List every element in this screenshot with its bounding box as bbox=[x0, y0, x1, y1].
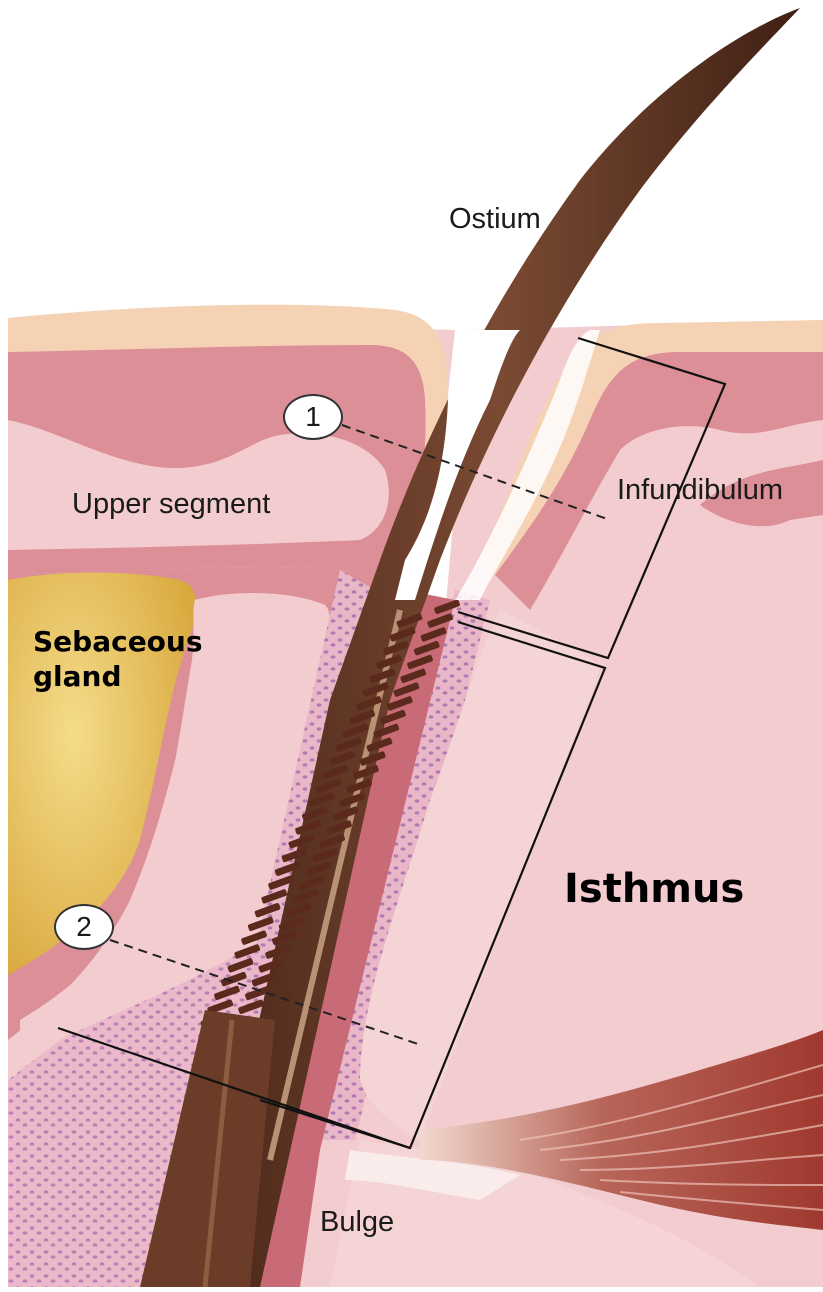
label-isthmus: Isthmus bbox=[564, 866, 744, 912]
label-ostium: Ostium bbox=[449, 203, 541, 236]
marker-1: 1 bbox=[283, 394, 343, 440]
label-bulge: Bulge bbox=[320, 1206, 394, 1239]
label-upper-segment: Upper segment bbox=[72, 488, 270, 521]
label-sebaceous-gland: Sebaceous gland bbox=[33, 624, 203, 694]
label-infundibulum: Infundibulum bbox=[617, 474, 783, 507]
marker-2: 2 bbox=[54, 904, 114, 950]
